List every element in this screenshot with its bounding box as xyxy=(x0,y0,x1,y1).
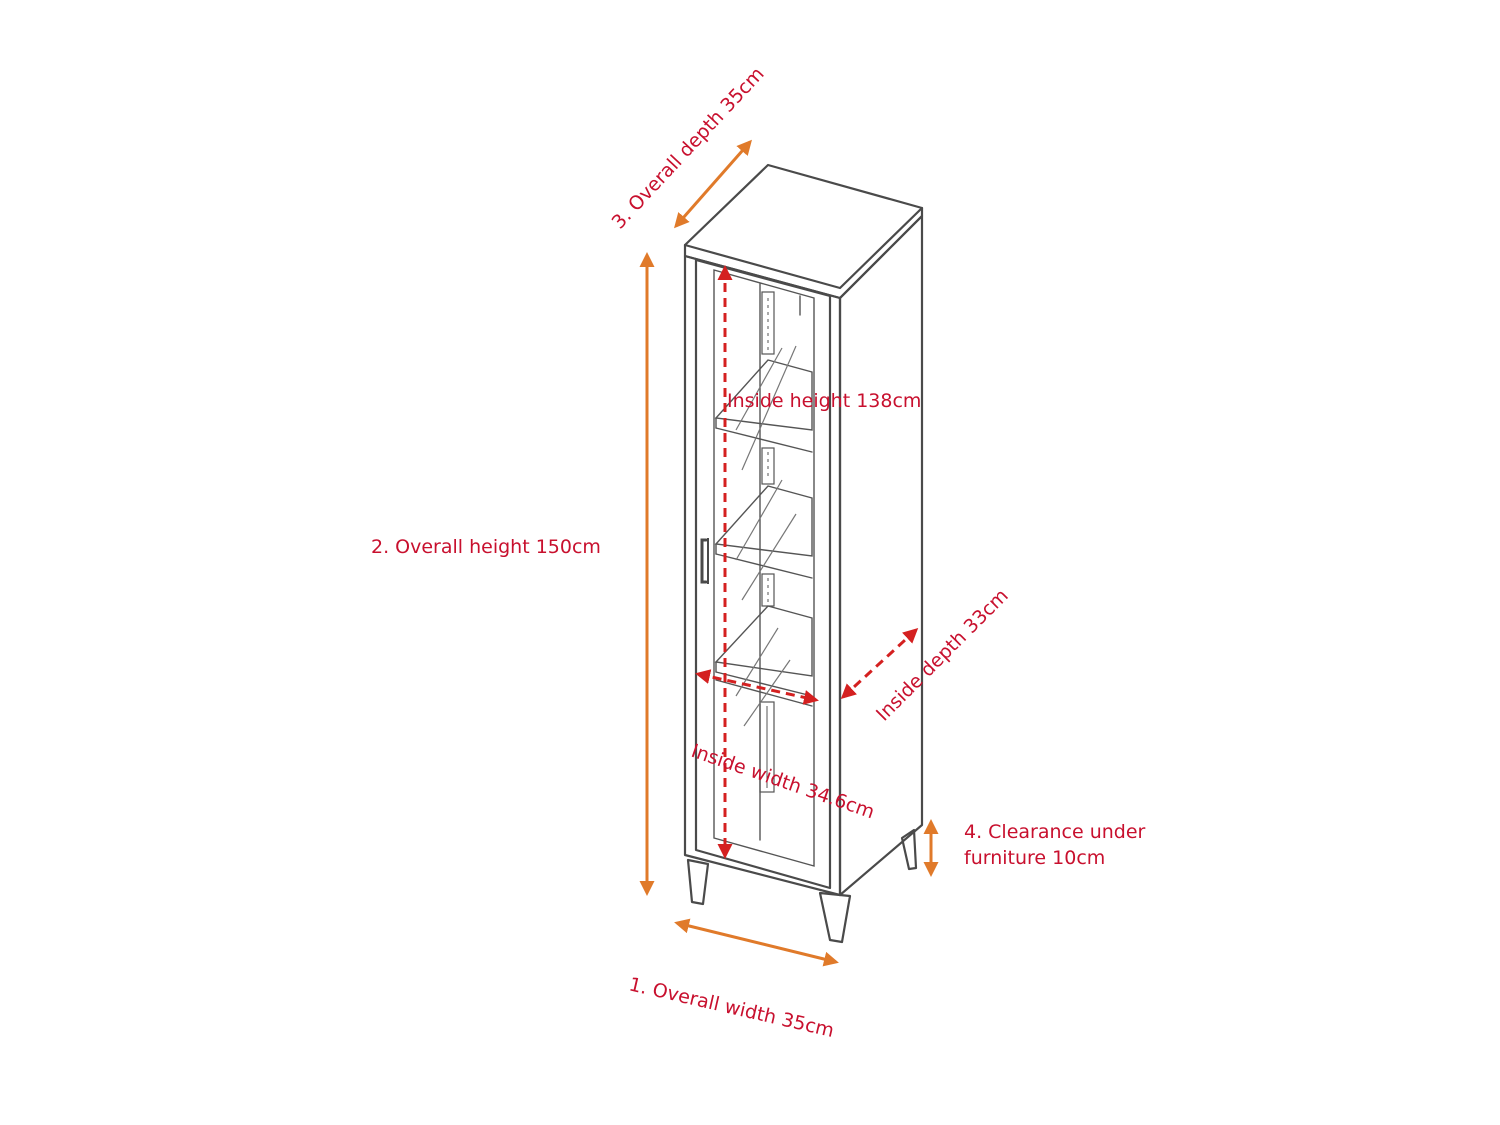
shelf xyxy=(714,359,813,431)
cabinet-drawing xyxy=(683,163,924,944)
inside-height-label: Inside height 138cm xyxy=(727,390,921,412)
overall-depth-arrow xyxy=(674,139,752,229)
overall-dimension-arrows xyxy=(639,139,939,967)
shelf xyxy=(714,605,813,677)
cabinet-top xyxy=(683,163,924,290)
clearance-label-line1: 4. Clearance under xyxy=(964,821,1146,843)
leg xyxy=(818,891,852,944)
overall-width-label: 1. Overall width 35cm xyxy=(627,973,836,1042)
cabinet-side-panel xyxy=(838,214,924,897)
dimension-labels: 2. Overall height 150cm 3. Overall depth… xyxy=(371,63,1146,1042)
leg xyxy=(686,858,710,906)
leg xyxy=(900,828,918,871)
inside-width-label: Inside width 34.6cm xyxy=(688,740,877,823)
shelf xyxy=(714,485,813,557)
inside-dimension-arrows xyxy=(695,265,919,859)
clearance-label-line2: furniture 10cm xyxy=(964,847,1105,869)
door-handle xyxy=(700,538,708,584)
inside-depth-label: Inside depth 33cm xyxy=(872,585,1013,726)
inside-depth-arrow xyxy=(840,627,919,700)
overall-width-arrow xyxy=(674,918,839,967)
overall-height-label: 2. Overall height 150cm xyxy=(371,536,601,558)
inside-width-arrow xyxy=(695,669,819,705)
cabinet-door xyxy=(694,258,832,890)
door-glass-frame xyxy=(713,269,815,867)
